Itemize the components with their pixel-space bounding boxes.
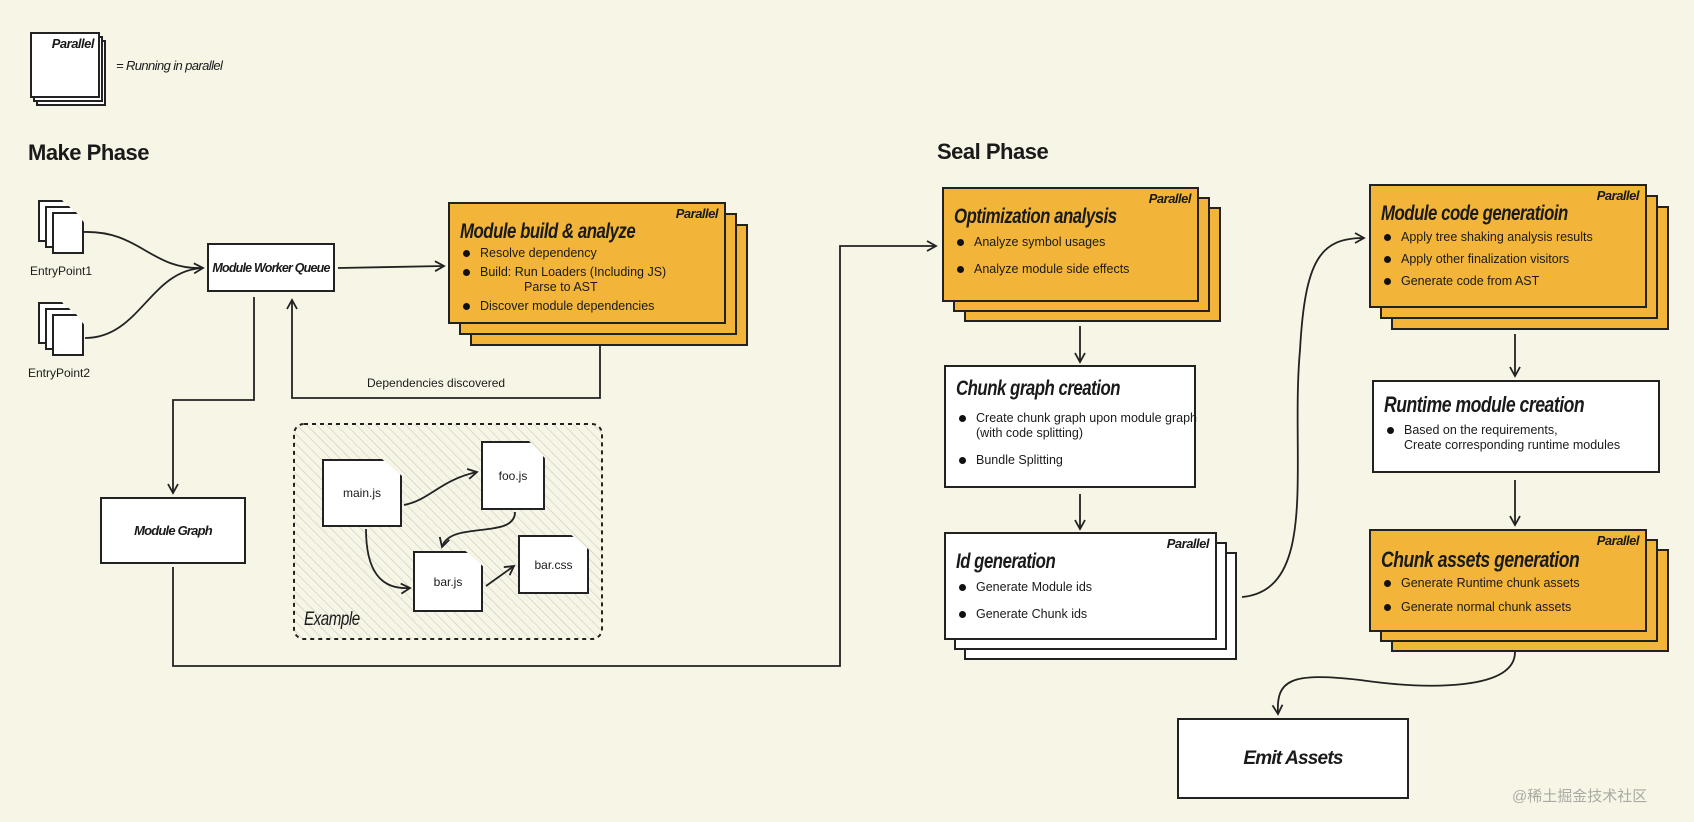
list-item: Generate code from AST [1381, 274, 1635, 289]
list-item-continuation: (with code splitting) [976, 426, 1083, 440]
emit-assets-box: Emit Assets [1177, 718, 1409, 799]
watermark: @稀土掘金技术社区 [1512, 788, 1648, 805]
chunk-graph-title: Chunk graph creation [956, 377, 1121, 400]
list-item: Resolve dependency [460, 246, 714, 261]
list-item: Based on the requirements, [1384, 423, 1648, 438]
list-item: Analyze module side effects [954, 262, 1187, 277]
optimization-title: Optimization analysis [954, 205, 1117, 228]
file-icon [52, 314, 84, 356]
id-generation-title: Id generation [956, 550, 1056, 573]
list-item-continuation: Parse to AST [524, 280, 598, 294]
optimization-analysis-box: Optimization analysis Parallel Analyze s… [942, 187, 1199, 302]
list-item: Generate Runtime chunk assets [1381, 576, 1635, 591]
arrow-queue-build [337, 260, 446, 272]
list-item: Build: Run Loaders (Including JS) [460, 265, 714, 280]
list-item: Create chunk graph upon module graph [956, 411, 1197, 426]
module-graph-box: Module Graph [100, 497, 246, 564]
parallel-badge: Parallel [1148, 191, 1192, 206]
arrow-id-codegen [1241, 232, 1366, 598]
chunk-assets-box: Chunk assets generation Parallel Generat… [1369, 529, 1647, 632]
list-item: Apply other finalization visitors [1381, 252, 1635, 267]
file-bar-css: bar.css [518, 535, 589, 594]
list-item: Bundle Splitting [956, 453, 1184, 468]
list-item: Analyze symbol usages [954, 235, 1187, 250]
parallel-badge: Parallel [1596, 188, 1640, 203]
chunk-graph-box: Chunk graph creation Create chunk graph … [944, 365, 1197, 488]
list-item: Generate normal chunk assets [1381, 600, 1635, 615]
entrypoint2-label: EntryPoint2 [28, 366, 91, 380]
arrow-graph-seal [172, 240, 938, 667]
example-label: Example [304, 609, 360, 630]
entrypoint1-label: EntryPoint1 [30, 264, 93, 278]
file-main-js: main.js [322, 459, 402, 527]
module-build-box: Module build & analyze Parallel Resolve … [448, 202, 726, 324]
legend-text: = Running in parallel [116, 58, 223, 73]
id-generation-box: Id generation Parallel Generate Module i… [944, 532, 1217, 640]
arrow-deps-discovered [286, 298, 601, 399]
parallel-badge: Parallel [1166, 536, 1210, 551]
list-item: Generate Module ids [956, 580, 1205, 595]
file-foo-js: foo.js [481, 441, 545, 510]
list-item: Apply tree shaking analysis results [1381, 230, 1635, 245]
parallel-badge: Parallel [51, 36, 95, 51]
dependencies-discovered-label: Dependencies discovered [367, 376, 506, 390]
list-item: Discover module dependencies [460, 299, 714, 314]
arrow-entry1-queue [82, 231, 205, 275]
file-bar-js: bar.js [413, 551, 483, 612]
parallel-badge: Parallel [1596, 533, 1640, 548]
runtime-title: Runtime module creation [1384, 392, 1585, 417]
make-phase-title: Make Phase [28, 140, 149, 165]
arrow-entry2-queue [84, 267, 204, 339]
list-item: Generate Chunk ids [956, 607, 1205, 622]
parallel-badge: Parallel [675, 206, 719, 221]
legend-parallel-box: Parallel [30, 32, 100, 98]
list-item-continuation: Create corresponding runtime modules [1404, 438, 1621, 452]
module-build-title: Module build & analyze [460, 220, 636, 243]
seal-phase-title: Seal Phase [937, 139, 1049, 164]
chunk-assets-title: Chunk assets generation [1381, 547, 1580, 572]
arrow-assets-emit [1271, 651, 1516, 716]
file-icon [52, 212, 84, 254]
runtime-module-box: Runtime module creation Based on the req… [1372, 380, 1660, 473]
module-code-generation-box: Module code generatioin Parallel Apply t… [1369, 184, 1647, 308]
module-worker-queue: Module Worker Queue [207, 243, 335, 292]
code-gen-title: Module code generatioin [1381, 202, 1568, 225]
arrow-queue-graph [167, 297, 255, 495]
